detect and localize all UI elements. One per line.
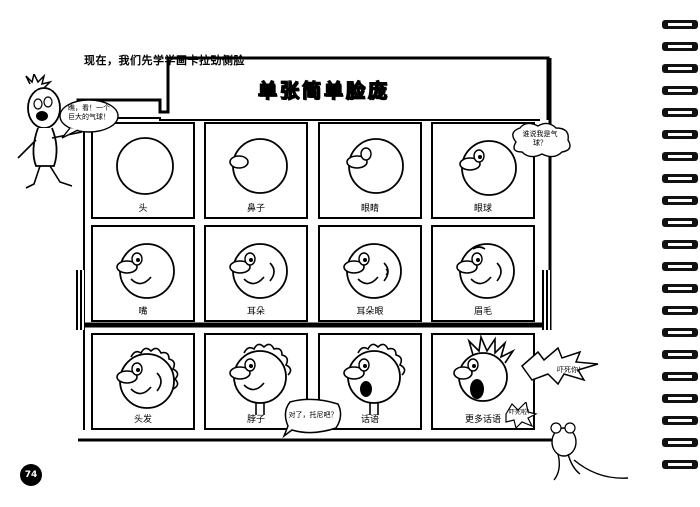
cell-hair: 头发 — [91, 333, 195, 430]
spiral-ring-highlight — [668, 155, 692, 158]
mouth-drawing — [116, 243, 175, 299]
spiral-ring-highlight — [668, 199, 692, 202]
cell-label: 头 — [138, 204, 148, 214]
cloud-bubble-text: 谁说我是气球？ — [522, 130, 558, 147]
speech-drawing — [343, 343, 406, 415]
nose-drawing — [229, 138, 288, 194]
spiral-ring-highlight — [668, 331, 692, 334]
mouse-bubble-text: 吓死啦！ — [508, 409, 533, 416]
thinking-text: 对了，托尼吧？ — [288, 411, 338, 419]
cell-label: 话语 — [360, 415, 379, 425]
neck-drawing — [229, 343, 292, 415]
spiral-ring-highlight — [668, 23, 692, 26]
ear-drawing — [229, 243, 288, 299]
spiral-ring-highlight — [668, 397, 692, 400]
cell-label: 脖子 — [246, 415, 265, 425]
spiral-ring-highlight — [668, 375, 692, 378]
thinking-bubble — [282, 398, 342, 438]
spiral-ring-highlight — [668, 309, 692, 312]
earhole-drawing — [343, 243, 402, 299]
spiral-ring-highlight — [668, 441, 692, 444]
cell-eyes: 眼睛 — [318, 122, 422, 219]
cell-label: 耳朵眼 — [356, 307, 384, 317]
cell-ear: 耳朵 — [204, 225, 308, 322]
cell-earhole: 耳朵眼 — [318, 225, 422, 322]
spiral-ring-highlight — [668, 177, 692, 180]
yell-burst — [520, 346, 599, 386]
spiral-binding — [662, 20, 698, 469]
band-edge-right — [542, 270, 550, 330]
cartoon-character-left — [17, 74, 83, 189]
cell-label: 眼睛 — [360, 204, 379, 214]
spiral-ring-highlight — [668, 45, 692, 48]
head-drawing — [116, 137, 174, 195]
page-number: 74 — [20, 464, 42, 486]
spiral-ring-highlight — [668, 111, 692, 114]
spiral-ring-highlight — [668, 265, 692, 268]
cell-neck: 脖子 — [204, 333, 308, 430]
cell-label: 更多话语 — [464, 415, 501, 425]
cell-eyebrow: 眉毛 — [431, 225, 535, 322]
eyebrow-drawing — [456, 243, 515, 299]
cell-nose: 鼻子 — [204, 122, 308, 219]
spiral-ring-highlight — [668, 353, 692, 356]
cell-label: 鼻子 — [246, 204, 265, 214]
spiral-ring-highlight — [668, 463, 692, 466]
eyeball-drawing — [459, 140, 517, 196]
eyes-drawing — [346, 138, 404, 194]
spiral-ring-highlight — [668, 243, 692, 246]
cell-mouth: 嘴 — [91, 225, 195, 322]
band-edge-left — [76, 270, 84, 330]
yell-text: 吓死你！ — [557, 366, 585, 374]
left-bubble — [59, 99, 119, 139]
hair-drawing — [116, 347, 179, 409]
cell-more-speech: 更多话语 — [431, 333, 535, 430]
cell-head: 头 — [91, 122, 195, 219]
spiral-ring-highlight — [668, 67, 692, 70]
mouse-character — [550, 422, 629, 481]
cell-label: 眉毛 — [473, 307, 492, 317]
cell-label: 眼球 — [473, 204, 492, 214]
spiral-ring-highlight — [668, 89, 692, 92]
cell-label: 耳朵 — [246, 307, 265, 317]
spiral-ring-highlight — [668, 221, 692, 224]
spiral-ring-highlight — [668, 133, 692, 136]
cloud-bubble-top-right — [512, 122, 571, 158]
left-bubble-text: 瞧，看！一个巨大的气球！ — [68, 104, 110, 121]
mouse-bubble — [505, 402, 538, 428]
cell-label: 头发 — [133, 415, 152, 425]
spiral-ring-highlight — [668, 287, 692, 290]
page-title: 单张简单脸庞 — [257, 79, 391, 102]
more-speech-drawing — [453, 335, 516, 402]
spiral-ring-highlight — [668, 419, 692, 422]
cell-label: 嘴 — [138, 307, 148, 317]
